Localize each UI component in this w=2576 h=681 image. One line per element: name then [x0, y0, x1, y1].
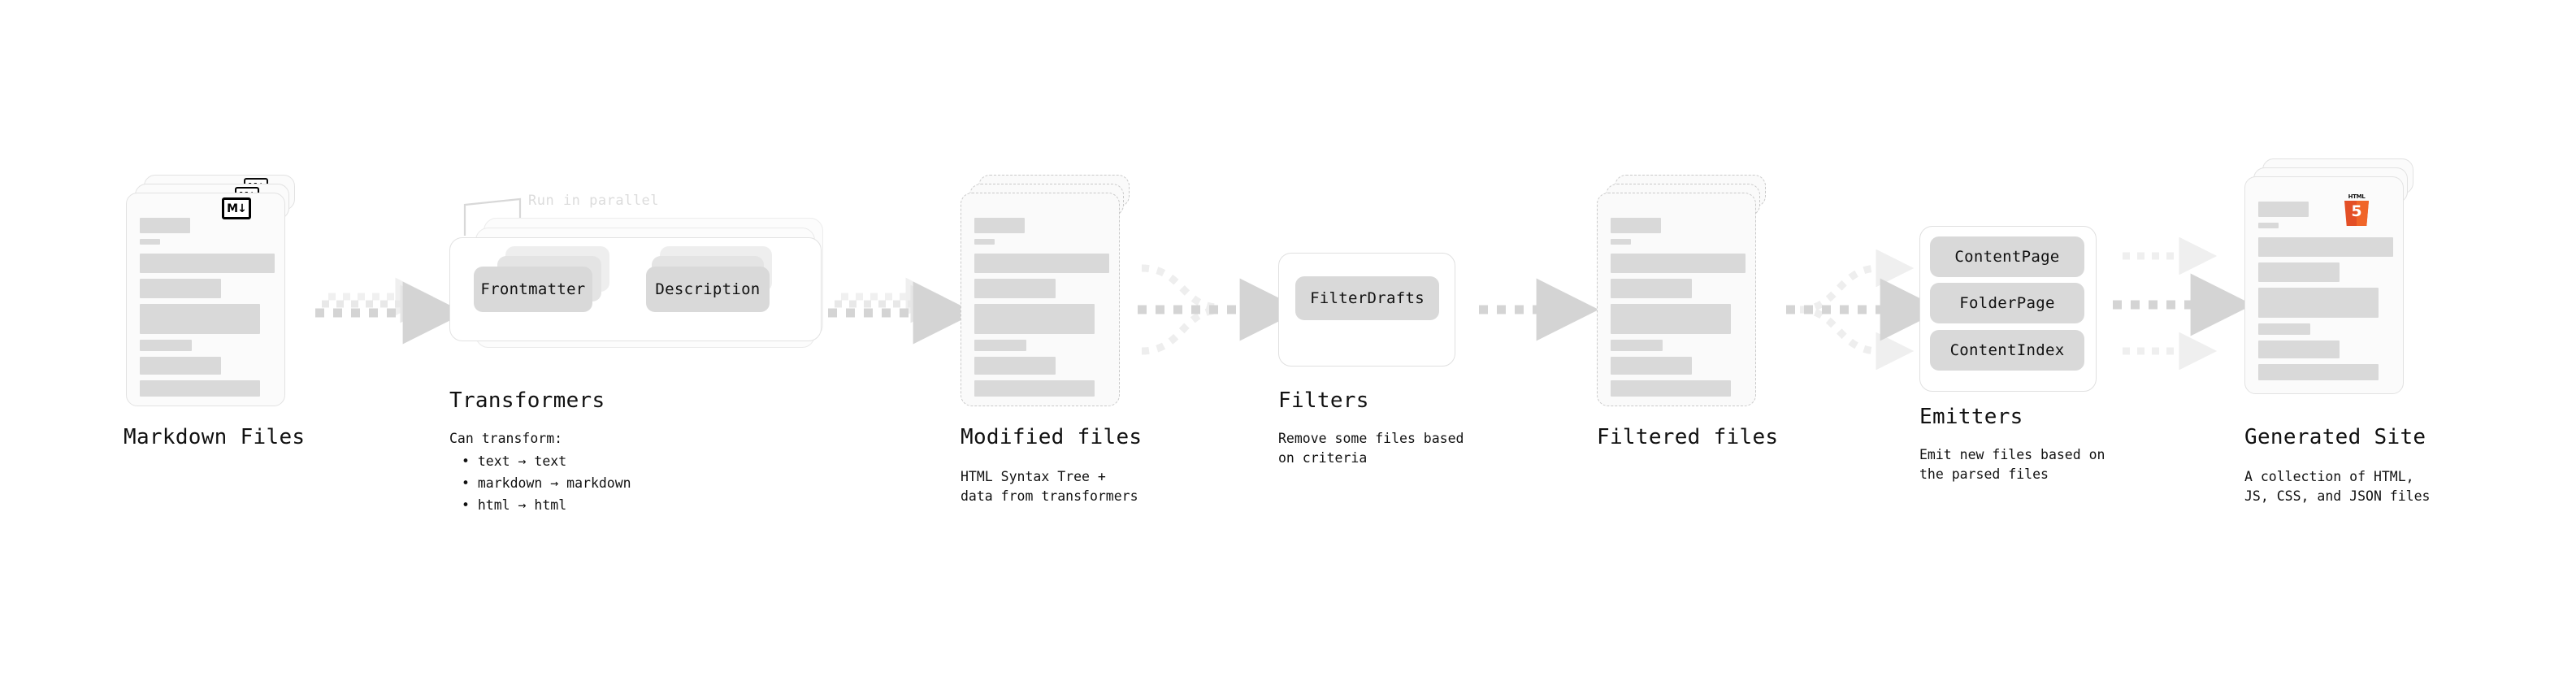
emitters-subtitle: Emit new files based on the parsed files: [1919, 447, 2105, 482]
filterdrafts-pill[interactable]: FilterDrafts: [1295, 276, 1439, 320]
filtered-file-stack: [1597, 175, 1767, 406]
arrow-emitters-to-site: [2113, 236, 2253, 371]
site-file-stack: CSS HTML 5: [2244, 158, 2415, 394]
filtered-sheet-front: [1597, 193, 1756, 406]
site-sheet-front: [2244, 176, 2404, 394]
markdown-icon: M↓: [222, 197, 251, 219]
html5-icon-shield-inner: [2357, 201, 2369, 226]
transformers-bullet-1: • markdown → markdown: [462, 475, 631, 491]
stage-filtered-files[interactable]: [1597, 175, 1767, 406]
modified-files-subtitle: HTML Syntax Tree + data from transformer…: [961, 469, 1138, 504]
modified-files-title: Modified files: [961, 425, 1143, 449]
frontmatter-pill[interactable]: Frontmatter: [474, 267, 592, 312]
skeleton-lines: [140, 218, 276, 402]
filtered-files-title: Filtered files: [1597, 425, 1779, 449]
run-in-parallel-label: Run in parallel: [528, 193, 660, 209]
contentpage-pill[interactable]: ContentPage: [1930, 236, 2084, 277]
generated-site-title: Generated Site: [2244, 425, 2426, 449]
stage-modified-files[interactable]: [961, 175, 1131, 406]
emitters-title: Emitters: [1919, 405, 2023, 429]
skeleton-lines: [1611, 218, 1747, 402]
stage-generated-site[interactable]: CSS HTML 5: [2244, 158, 2415, 394]
modified-sheet-front: [961, 193, 1120, 406]
folderpage-pill[interactable]: FolderPage: [1930, 283, 2084, 323]
stage-markdown-files[interactable]: M↓ M↓ M↓: [126, 175, 297, 406]
skeleton-lines: [974, 218, 1111, 402]
generated-site-subtitle: A collection of HTML, JS, CSS, and JSON …: [2244, 469, 2431, 504]
transformers-title: Transformers: [449, 388, 605, 413]
modified-file-stack: [961, 175, 1131, 406]
html5-icon: HTML 5: [2344, 193, 2370, 226]
transformers-bullet-2: • html → html: [462, 497, 567, 513]
transformers-subtitle: Can transform:: [449, 431, 563, 446]
markdown-sheet-front: [126, 193, 285, 406]
filters-title: Filters: [1278, 388, 1369, 413]
arrow-transformers-to-modified: [828, 277, 976, 345]
transformers-bullet-0: • text → text: [462, 453, 567, 469]
html5-icon-digit: 5: [2351, 202, 2362, 220]
arrow-markdown-to-transformers: [315, 277, 466, 345]
contentindex-pill[interactable]: ContentIndex: [1930, 330, 2084, 371]
filters-subtitle: Remove some files based on criteria: [1278, 431, 1464, 466]
description-pill[interactable]: Description: [646, 267, 770, 312]
html5-icon-word: HTML: [2348, 193, 2366, 200]
markdown-files-title: Markdown Files: [124, 425, 306, 449]
markdown-file-stack: M↓ M↓ M↓: [126, 175, 297, 406]
arrow-modified-to-filters: [1138, 264, 1303, 355]
arrow-filtered-to-emitters: [1786, 249, 1943, 371]
skeleton-lines: [2258, 202, 2395, 386]
